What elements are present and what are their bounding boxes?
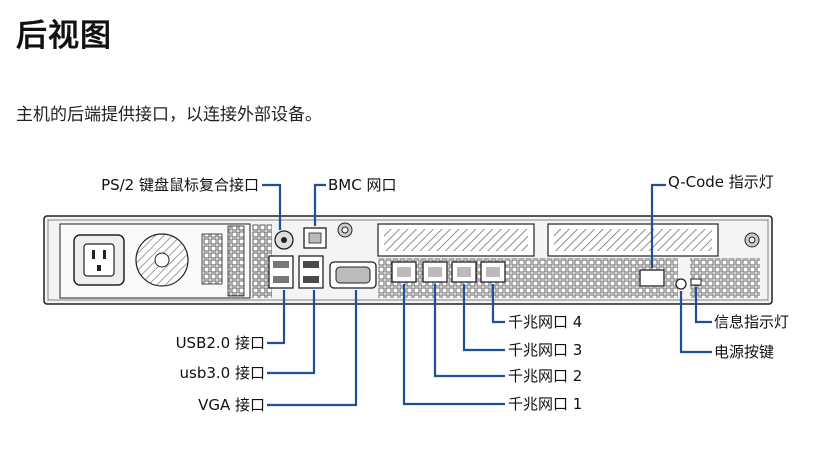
info-led-icon — [690, 278, 702, 286]
label-lan4-port: 千兆网口 4 — [508, 313, 583, 331]
label-qcode-led: Q-Code 指示灯 — [668, 173, 774, 191]
label-bmc-port: BMC 网口 — [328, 176, 397, 194]
label-lan3-port: 千兆网口 3 — [508, 341, 583, 359]
label-lan1-port: 千兆网口 1 — [508, 395, 583, 413]
page-title: 后视图 — [16, 18, 112, 54]
callout-lines — [262, 183, 712, 407]
label-info-led: 信息指示灯 — [714, 313, 790, 331]
usb20-port-icon — [268, 255, 294, 289]
label-vga-port: VGA 接口 — [198, 396, 265, 414]
power-button-icon — [675, 278, 687, 290]
label-power-button: 电源按键 — [714, 343, 775, 361]
label-usb20-port: USB2.0 接口 — [175, 334, 265, 352]
page-description: 主机的后端提供接口，以连接外部设备。 — [16, 105, 322, 125]
label-usb30-port: usb3.0 接口 — [179, 364, 265, 382]
label-ps2-port: PS/2 键盘鼠标复合接口 — [101, 176, 259, 194]
label-lan2-port: 千兆网口 2 — [508, 367, 583, 385]
qcode-display-icon — [639, 269, 665, 287]
usb30-port-icon — [298, 255, 324, 289]
